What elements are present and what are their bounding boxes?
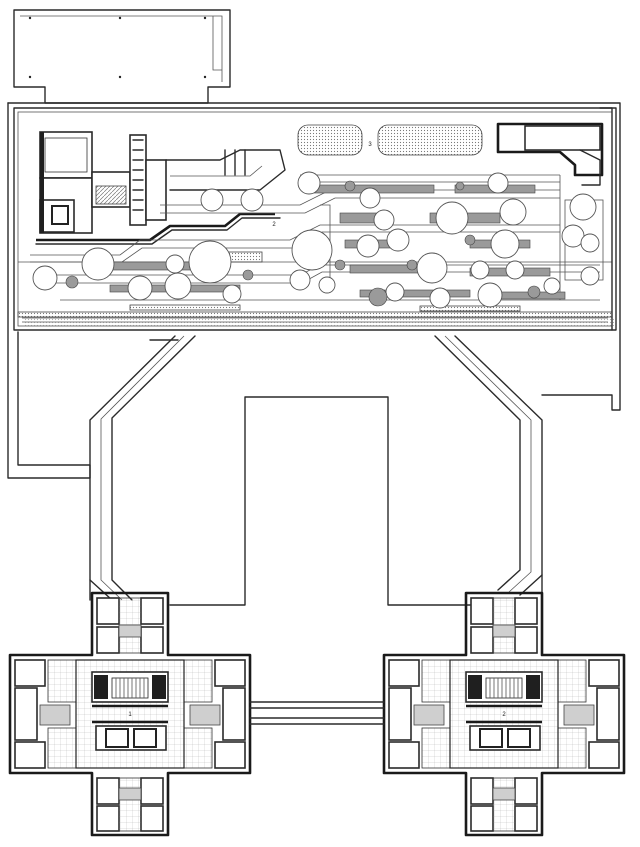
- area-2-label: 2: [272, 222, 276, 228]
- garden-paths: [30, 174, 600, 301]
- area-3-label: 3: [368, 142, 372, 148]
- tower-right: 2: [382, 591, 626, 837]
- garden-trees: [32, 171, 600, 309]
- tower-2-label: 2: [502, 712, 506, 718]
- tower-1-label: 1: [128, 712, 132, 718]
- pavilion-top: [13, 9, 231, 104]
- walkways: [89, 335, 543, 606]
- tower-left: 1: [8, 591, 252, 837]
- tower-bridge: [249, 701, 385, 725]
- garden-building-cluster: [35, 131, 286, 245]
